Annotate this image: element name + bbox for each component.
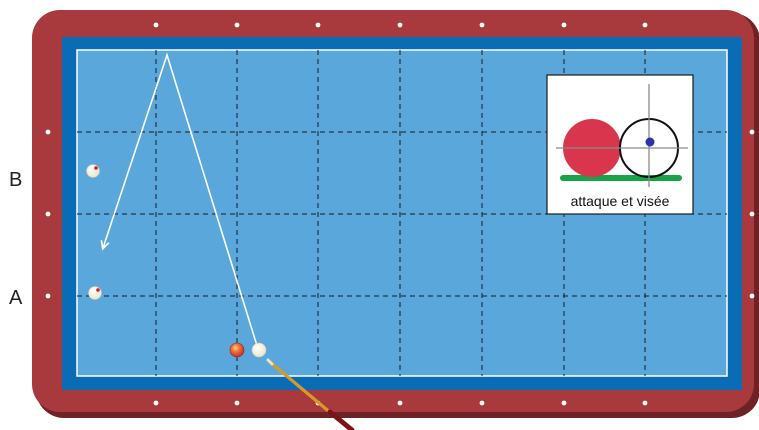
diamond [154,401,159,406]
diamond [643,23,648,28]
diamond [750,130,755,135]
ball-a-marker [89,287,102,300]
diamond [46,294,51,299]
aim-inset: attaque et visée [547,75,693,214]
red-ball [230,343,244,357]
diamond [154,23,159,28]
aim-point-icon [646,138,655,147]
diamond [398,401,403,406]
label-a: A [9,287,22,310]
inset-caption: attaque et visée [571,193,670,209]
diamond [235,401,240,406]
contact-bar [560,175,682,181]
diamond [750,294,755,299]
diamond [46,130,51,135]
diamond [750,212,755,217]
diamond [316,23,321,28]
diamond [398,23,403,28]
diamond [562,401,567,406]
diamond [643,401,648,406]
label-b: B [9,169,22,192]
diamond [480,401,485,406]
ball-b-marker [87,165,100,178]
diamond [235,23,240,28]
cue-ball [252,343,266,357]
diamond [562,23,567,28]
diamond [480,23,485,28]
diamond [46,212,51,217]
